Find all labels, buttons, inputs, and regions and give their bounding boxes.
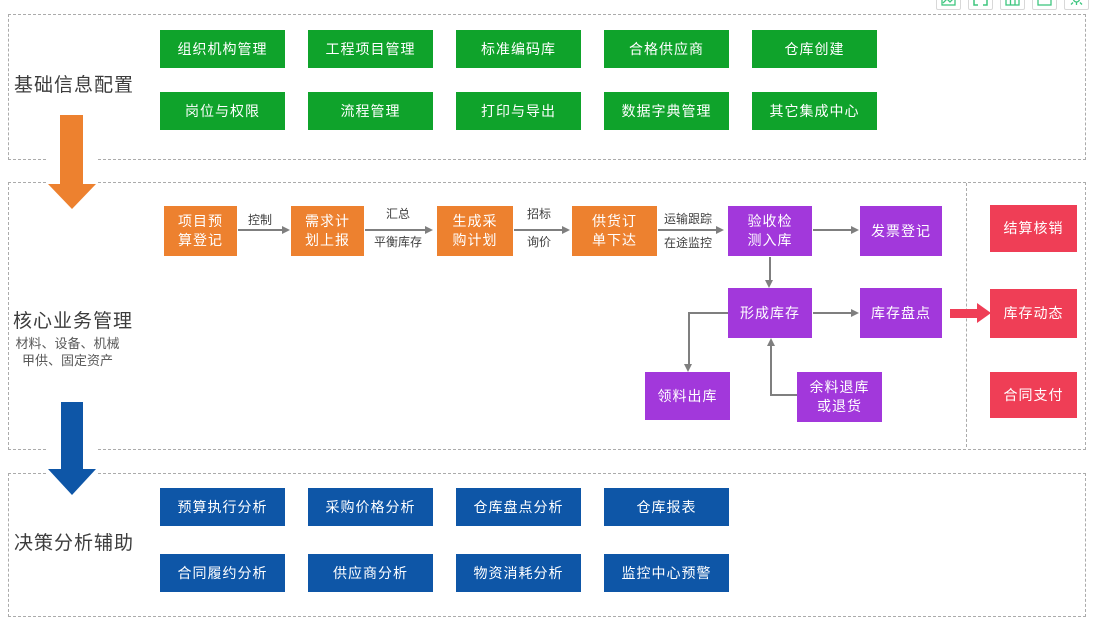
connector-arrowhead — [716, 226, 724, 234]
fullscreen-icon — [973, 0, 988, 6]
connector-line — [770, 394, 797, 396]
tile-process-mgmt[interactable]: 流程管理 — [308, 92, 433, 130]
tile-purchase-price-analysis[interactable]: 采购价格分析 — [308, 488, 433, 526]
tile-print-export[interactable]: 打印与导出 — [456, 92, 581, 130]
section-basic-title: 基础信息配置 — [14, 75, 135, 96]
tile-contract-performance-analysis[interactable]: 合同履约分析 — [160, 554, 285, 592]
tile-data-dictionary[interactable]: 数据字典管理 — [604, 92, 729, 130]
section-core-frame — [8, 182, 1086, 450]
grid-icon — [1005, 0, 1020, 6]
tile-settlement[interactable]: 结算核销 — [990, 205, 1077, 252]
connector-line — [658, 229, 716, 231]
connector-label: 招标 — [526, 207, 551, 221]
tile-standard-codes[interactable]: 标准编码库 — [456, 30, 581, 68]
tile-org-structure[interactable]: 组织机构管理 — [160, 30, 285, 68]
connector-line — [238, 229, 282, 231]
tile-positions-permissions[interactable]: 岗位与权限 — [160, 92, 285, 130]
connector-line — [514, 229, 563, 231]
flow-supply-order[interactable]: 供货订 单下达 — [572, 206, 657, 256]
connector-line — [688, 312, 728, 314]
section-basic-frame — [8, 14, 1086, 160]
connector-arrowhead — [282, 226, 290, 234]
connector-label: 询价 — [526, 235, 551, 249]
connector-label: 汇总 — [385, 207, 410, 221]
connector-arrowhead — [851, 309, 859, 317]
section-decision-frame — [8, 473, 1086, 617]
stock-dynamics-arrow-head — [977, 303, 991, 323]
connector-line — [688, 313, 690, 365]
section-flow-arrow-orange-head — [48, 184, 96, 209]
tile-supplier-analysis[interactable]: 供应商分析 — [308, 554, 433, 592]
tile-contract-payment[interactable]: 合同支付 — [990, 372, 1077, 418]
connector-arrowhead — [767, 338, 775, 346]
tile-integration-center[interactable]: 其它集成中心 — [752, 92, 877, 130]
flow-invoice-register[interactable]: 发票登记 — [860, 206, 942, 256]
tile-stock-dynamics[interactable]: 库存动态 — [990, 289, 1077, 338]
toolbar-window-button[interactable] — [1032, 0, 1057, 10]
toolbar-fullscreen-button[interactable] — [968, 0, 993, 10]
flow-stock-count[interactable]: 库存盘点 — [860, 288, 942, 338]
tile-stocktake-analysis[interactable]: 仓库盘点分析 — [456, 488, 581, 526]
toolbar-image-button[interactable] — [936, 0, 961, 10]
connector-label: 运输跟踪 — [663, 212, 712, 226]
toolbar-grid-button[interactable] — [1000, 0, 1025, 10]
connector-line — [813, 229, 851, 231]
toolbar-settings-button[interactable] — [1064, 0, 1089, 10]
tile-material-consumption-analysis[interactable]: 物资消耗分析 — [456, 554, 581, 592]
stock-dynamics-arrow-body — [950, 309, 977, 318]
connector-arrowhead — [425, 226, 433, 234]
tile-monitor-center-alert[interactable]: 监控中心预警 — [604, 554, 729, 592]
flow-surplus-return[interactable]: 余料退库 或退货 — [797, 372, 882, 422]
flow-material-issue[interactable]: 领料出库 — [645, 372, 730, 420]
section-flow-arrow-blue-head — [48, 469, 96, 495]
flow-project-budget[interactable]: 项目预 算登记 — [164, 206, 237, 256]
window-icon — [1037, 0, 1052, 6]
section-decision-title: 决策分析辅助 — [14, 533, 135, 554]
connector-line — [769, 257, 771, 281]
section-core-subtitle-1: 材料、设备、机械 — [15, 336, 120, 351]
settings-icon — [1070, 0, 1083, 5]
tile-warehouse-report[interactable]: 仓库报表 — [604, 488, 729, 526]
tile-qualified-suppliers[interactable]: 合格供应商 — [604, 30, 729, 68]
connector-arrowhead — [562, 226, 570, 234]
connector-line — [365, 229, 425, 231]
section-flow-arrow-blue-body — [61, 402, 83, 470]
top-toolbar — [936, 0, 1089, 10]
section-core-subtitle-2: 甲供、固定资产 — [21, 353, 113, 368]
image-icon — [941, 0, 956, 6]
connector-arrowhead — [765, 280, 773, 288]
tile-warehouse-create[interactable]: 仓库创建 — [752, 30, 877, 68]
section-core-title: 核心业务管理 — [13, 311, 134, 332]
flow-stock-formed[interactable]: 形成库存 — [728, 288, 812, 338]
tile-project-mgmt[interactable]: 工程项目管理 — [308, 30, 433, 68]
connector-line — [813, 312, 851, 314]
connector-label: 在途监控 — [663, 236, 712, 250]
connector-line — [770, 345, 772, 396]
connector-arrowhead — [851, 226, 859, 234]
connector-label: 平衡库存 — [373, 235, 422, 249]
flow-purchase-plan[interactable]: 生成采 购计划 — [437, 206, 513, 256]
tile-budget-exec-analysis[interactable]: 预算执行分析 — [160, 488, 285, 526]
connector-arrowhead — [684, 364, 692, 372]
flow-inspection-storage[interactable]: 验收检 测入库 — [728, 206, 812, 256]
connector-label: 控制 — [247, 213, 272, 227]
flow-demand-plan[interactable]: 需求计 划上报 — [291, 206, 364, 256]
section-flow-arrow-orange-body — [60, 115, 83, 185]
